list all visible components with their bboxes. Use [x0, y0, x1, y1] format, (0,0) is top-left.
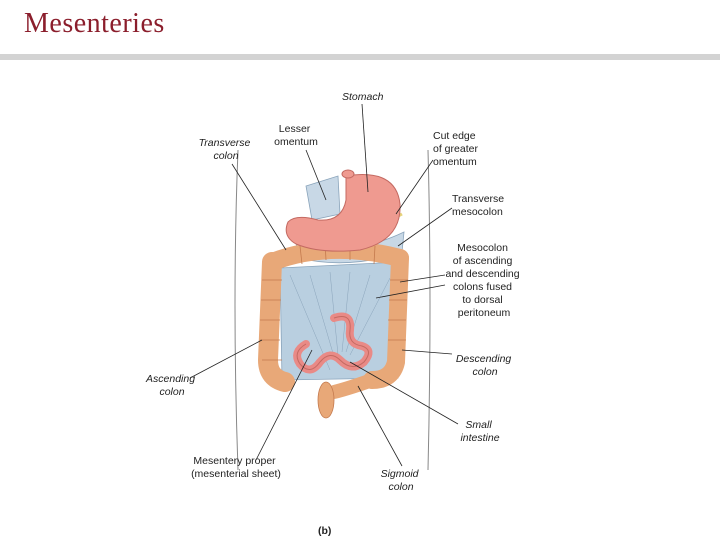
- label-lesser-omentum: Lesser omentum: [274, 123, 318, 148]
- label-cut-edge: Cut edge of greater omentum: [433, 130, 481, 168]
- sigmoid-colon: [334, 380, 372, 392]
- label-sigmoid-colon: Sigmoid colon: [381, 468, 422, 493]
- label-ascending-colon: Ascending colon: [145, 373, 198, 398]
- label-stomach: Stomach: [342, 91, 384, 103]
- body-outline-left: [235, 150, 238, 470]
- esophagus: [342, 170, 354, 178]
- rectum: [318, 382, 334, 418]
- label-transverse-mesocolon: Transverse mesocolon: [452, 193, 507, 218]
- lesser-omentum: [306, 176, 340, 220]
- label-small-intestine: Small intestine: [460, 419, 499, 444]
- label-mesentery-proper: Mesentery proper (mesenterial sheet): [191, 455, 281, 480]
- label-mesocolon-fused: Mesocolon of ascending and descending co…: [445, 242, 522, 319]
- stomach: [286, 175, 400, 252]
- panel-label: (b): [318, 525, 331, 537]
- body-outline-right: [428, 150, 430, 470]
- label-transverse-colon: Transverse colon: [199, 137, 254, 162]
- label-descending-colon: Descending colon: [456, 353, 514, 378]
